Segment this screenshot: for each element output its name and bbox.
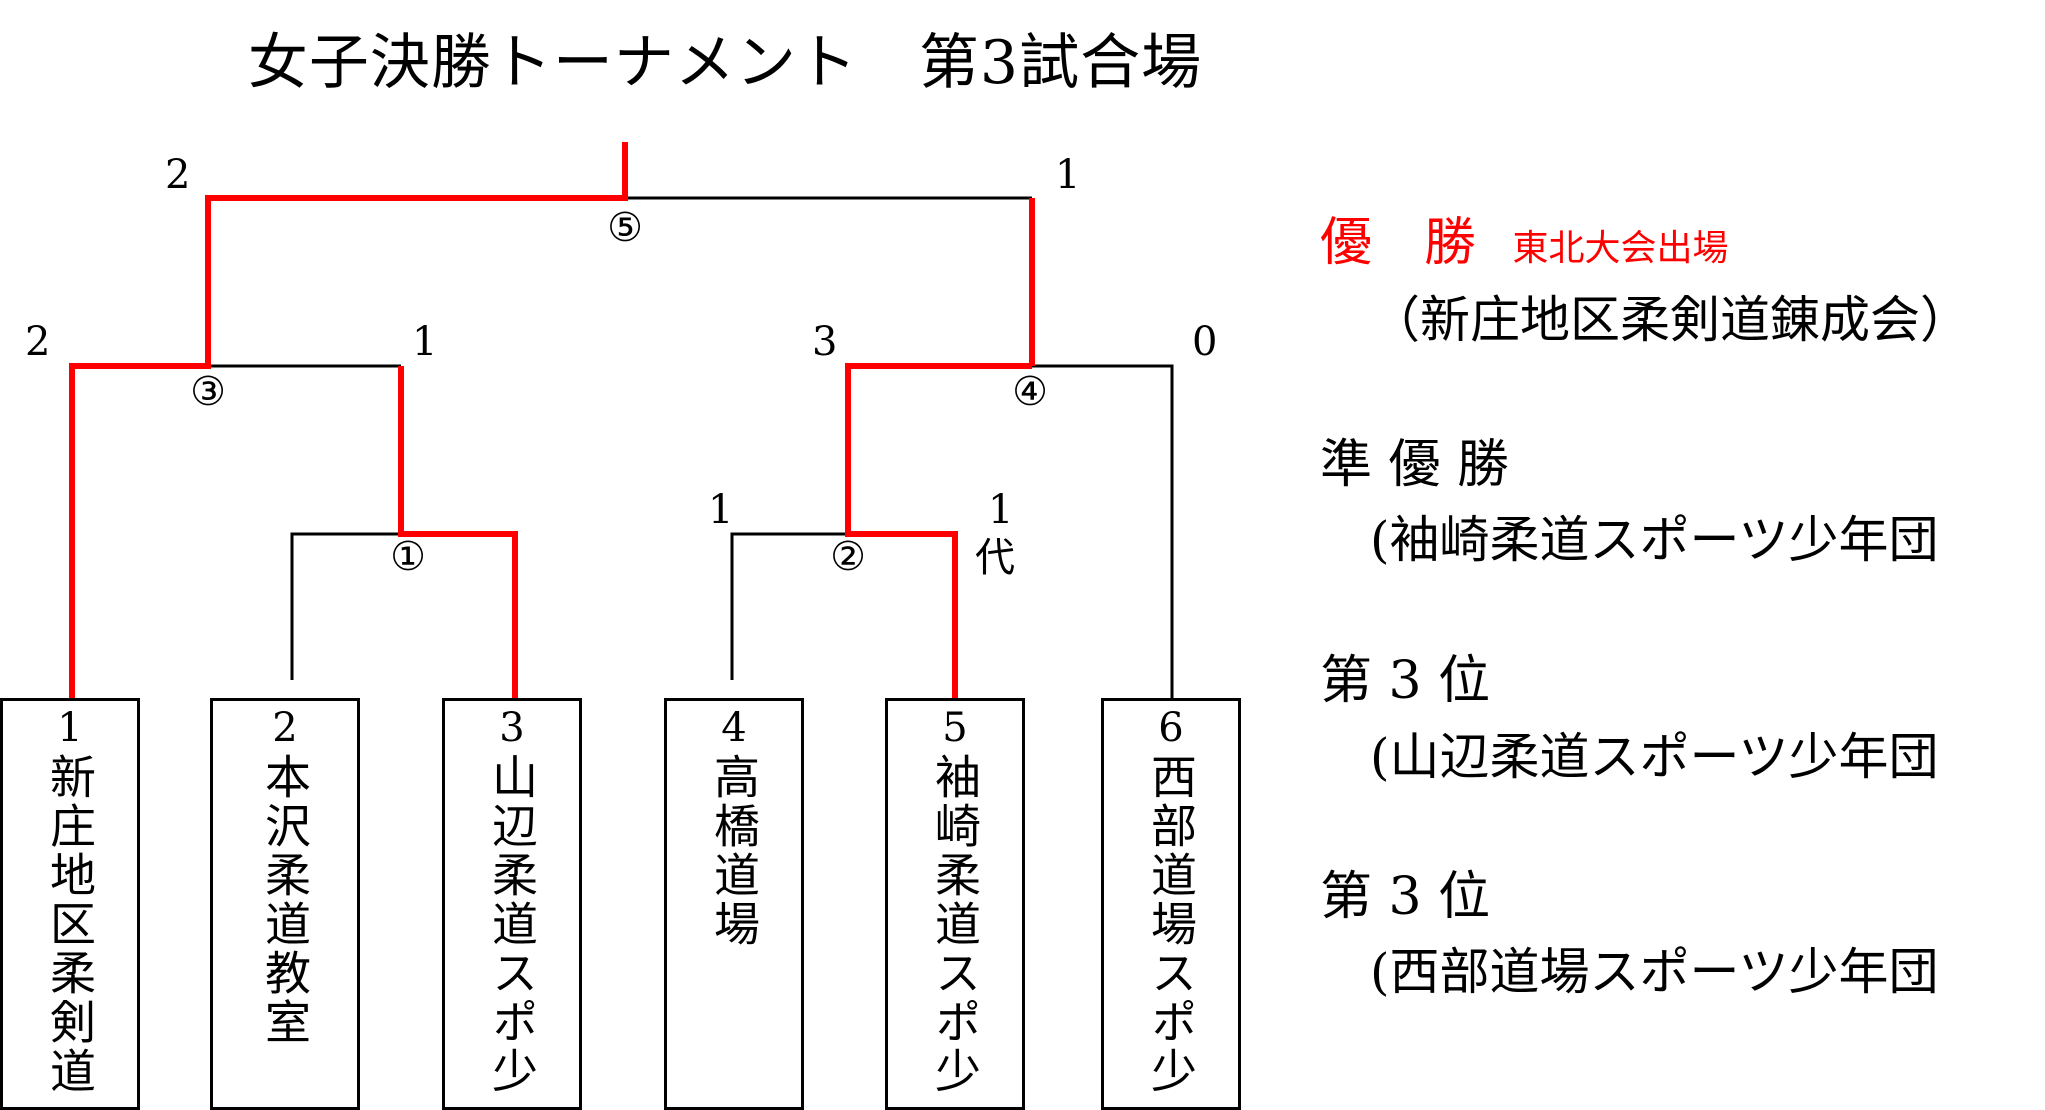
team-seed: 1: [57, 705, 83, 751]
match-number-4: ④: [1012, 369, 1048, 415]
team-seed: 5: [942, 705, 968, 751]
winner-path-team1: [69, 142, 628, 698]
team-seed: 2: [272, 705, 298, 751]
third-place-a-label: 第 3 位: [1320, 651, 1491, 711]
champion-label-text: 優 勝: [1320, 213, 1477, 273]
runner-up-team: (袖崎柔道スポーツ少年団: [1370, 511, 1939, 569]
team-box-4: 4 高橋道場: [664, 698, 804, 1110]
team-name: 高橋道場: [707, 753, 761, 949]
score-match4-right: 0: [1192, 319, 1218, 365]
score-match3-left: 2: [25, 319, 51, 365]
champion-team: （新庄地区柔剣道錬成会）: [1370, 291, 1970, 349]
bracket-lines-black: [208, 196, 1174, 698]
team-name: 袖崎柔道スポ少: [928, 753, 982, 1096]
team-name: 新庄地区柔剣道: [43, 753, 97, 1096]
score-match4-left: 3: [812, 319, 838, 365]
team-box-5: 5 袖崎柔道スポ少: [885, 698, 1025, 1110]
score-match5-right: 1: [1055, 152, 1081, 198]
line-match1-left: [290, 532, 408, 680]
score-match2-left: 1: [708, 487, 734, 533]
third-place-b-label: 第 3 位: [1320, 867, 1491, 927]
team-box-6: 6 西部道場スポ少: [1101, 698, 1241, 1110]
line-match2-left: [730, 532, 848, 680]
page-title: 女子決勝トーナメント 第3試合場: [247, 28, 1203, 98]
match-number-3: ③: [190, 369, 226, 415]
team-name: 本沢柔道教室: [258, 753, 312, 1047]
winner-path-team3: [398, 366, 518, 698]
champion-note: 東北大会出場: [1512, 228, 1729, 269]
team-name: 山辺柔道スポ少: [485, 753, 539, 1096]
match-number-2: ②: [830, 534, 866, 580]
match-number-1: ①: [390, 534, 426, 580]
third-place-b-team: (西部道場スポーツ少年団: [1370, 943, 1939, 1001]
champion-label: 優 勝 東北大会出場: [1320, 200, 1729, 275]
team-name: 西部道場スポ少: [1144, 753, 1198, 1096]
team-box-3: 3 山辺柔道スポ少: [442, 698, 582, 1110]
bracket-lines-winner: [69, 142, 1035, 698]
score-match2-right: 1: [988, 487, 1014, 533]
match2-substitute-note: 代: [975, 535, 1015, 581]
score-match5-left: 2: [165, 152, 191, 198]
team-seed: 6: [1158, 705, 1184, 751]
team-seed: 3: [499, 705, 525, 751]
runner-up-label: 準 優 勝: [1320, 435, 1510, 495]
score-match3-right: 1: [412, 319, 438, 365]
third-place-a-team: (山辺柔道スポーツ少年団: [1370, 728, 1939, 786]
team-seed: 4: [721, 705, 747, 751]
team-box-1: 1 新庄地区柔剣道: [0, 698, 140, 1110]
match-number-5: ⑤: [607, 205, 643, 251]
winner-path-team5: [845, 363, 1032, 698]
line-match4-right: [1032, 364, 1174, 698]
team-box-2: 2 本沢柔道教室: [210, 698, 360, 1110]
